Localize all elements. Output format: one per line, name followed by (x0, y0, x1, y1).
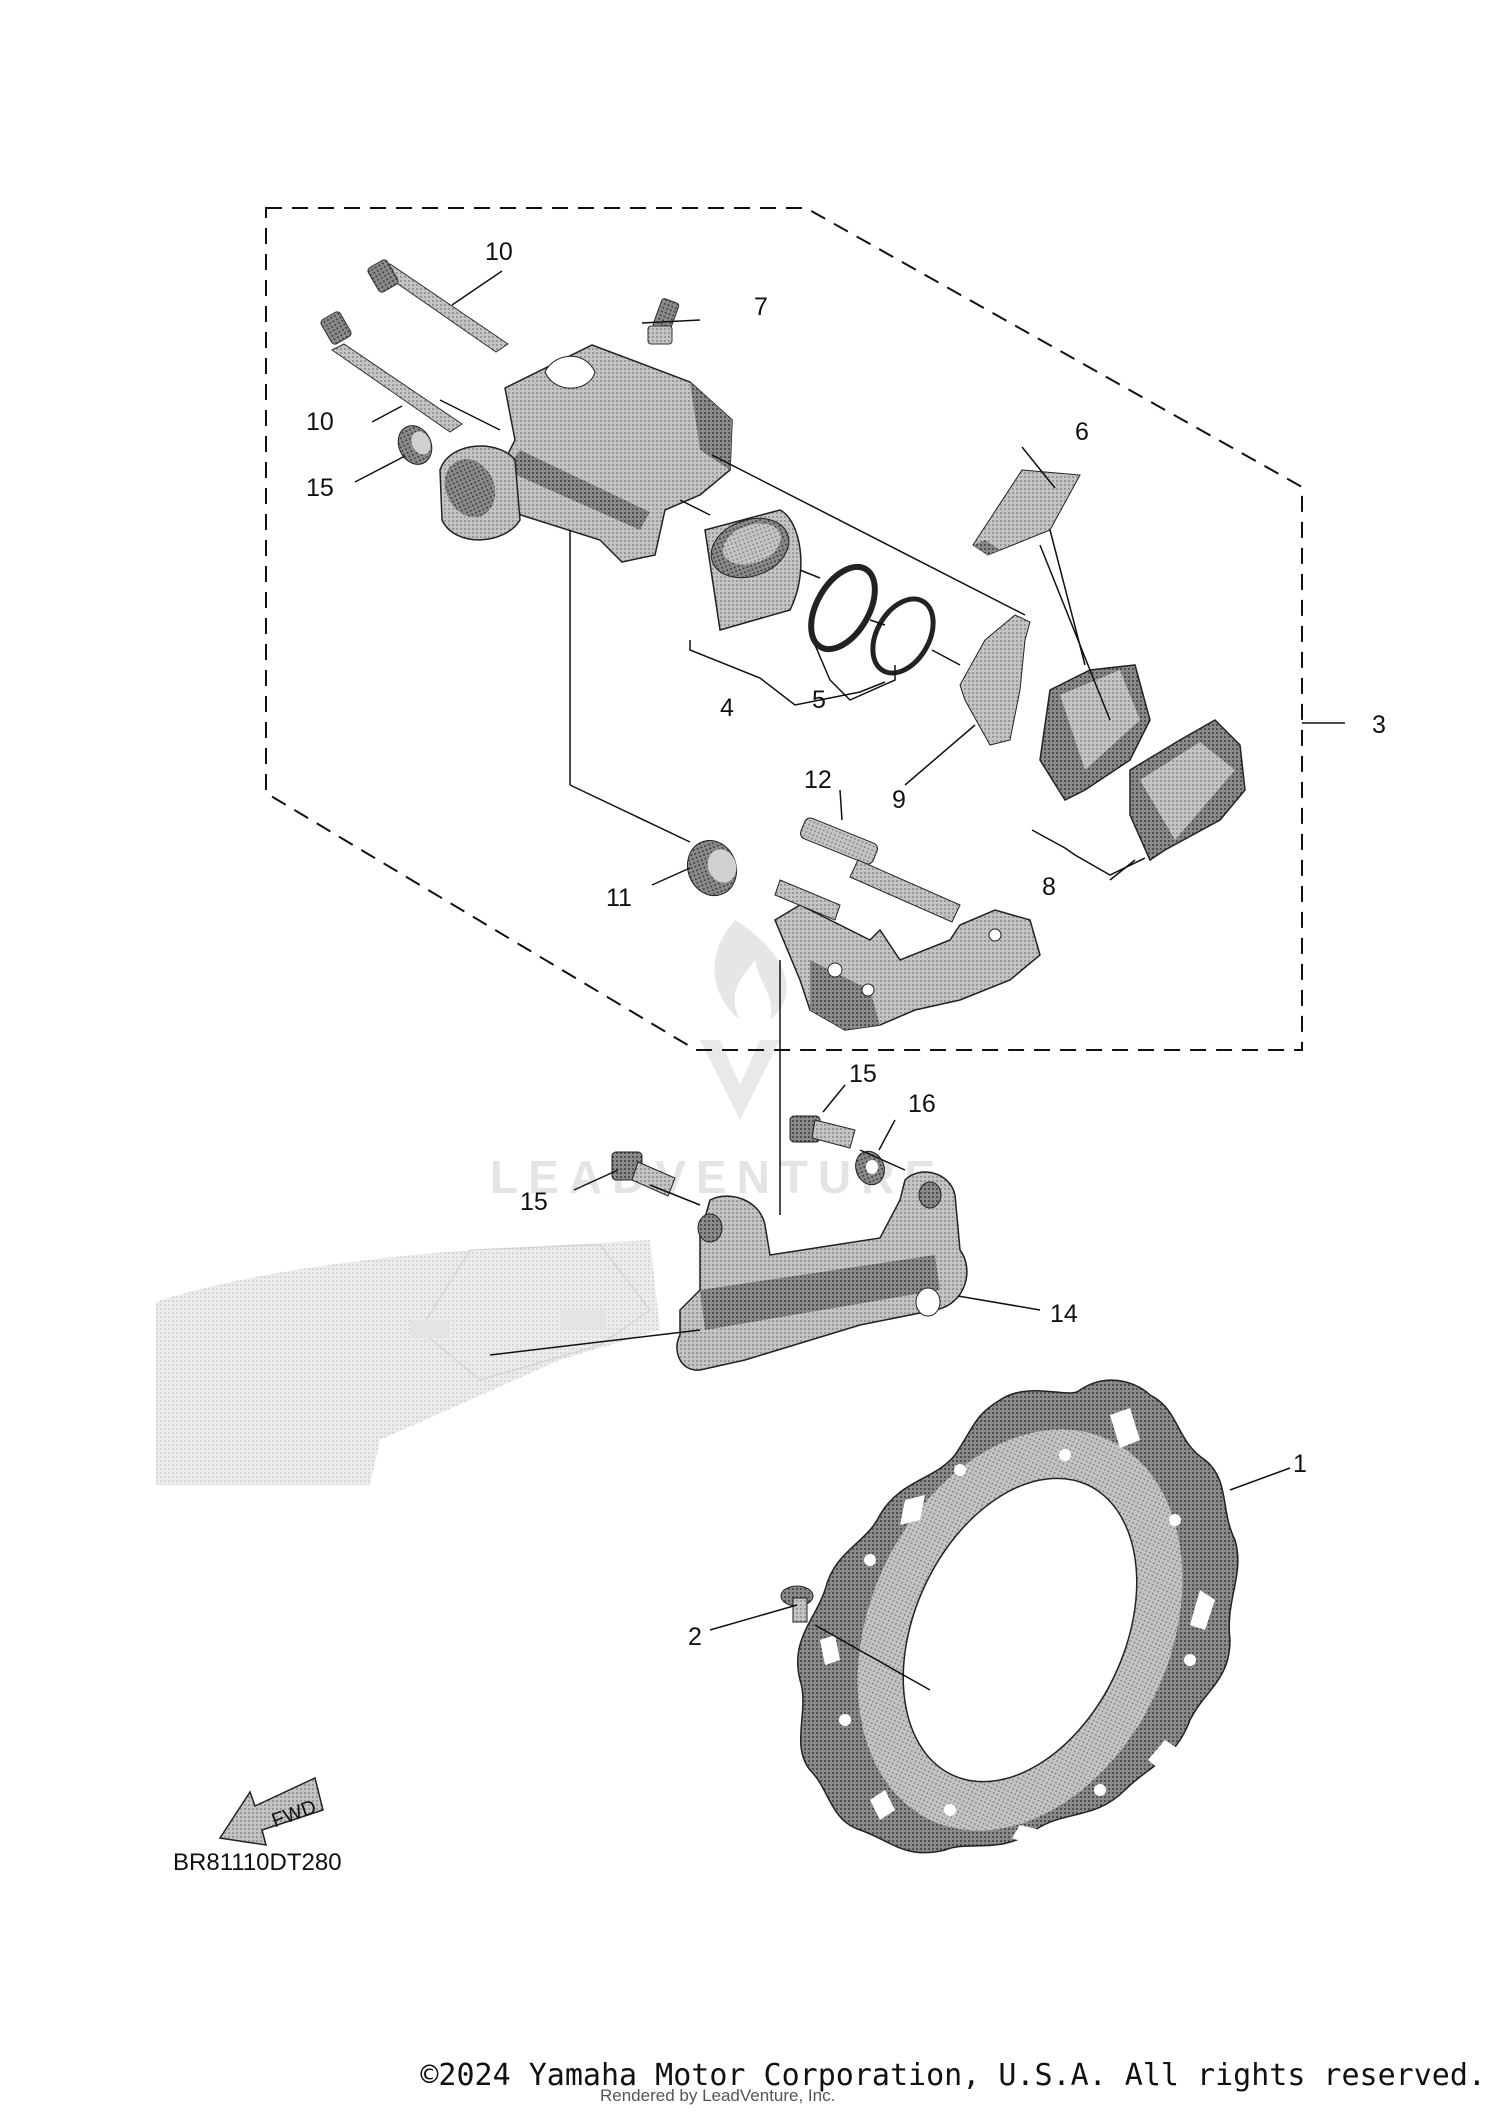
callout-3: 3 (1372, 711, 1386, 739)
piston (704, 509, 802, 631)
callout-13: 15 (306, 474, 334, 502)
disc-bolt (780, 1585, 814, 1623)
callout-4: 4 (720, 694, 734, 722)
callout-12: 12 (804, 766, 832, 794)
brake-pad-outer (1129, 719, 1246, 862)
callout-2: 2 (688, 1623, 702, 1651)
callout-15-lower: 15 (520, 1188, 548, 1216)
callout-6: 6 (1075, 418, 1089, 446)
leader-lines (354, 270, 1345, 1691)
bolt-15-upper (789, 1115, 856, 1149)
callout-16: 16 (908, 1090, 936, 1118)
caliper-bolt-upper (367, 259, 509, 353)
diagram-code: BR81110DT280 (173, 1849, 342, 1876)
leadventure-flame-icon (714, 920, 787, 1020)
callout-9: 9 (892, 786, 906, 814)
slide-pin-12 (800, 817, 961, 923)
fwd-arrow-icon: FWD (218, 1776, 324, 1846)
callout-5: 5 (812, 686, 826, 714)
bleeder-screw (647, 298, 680, 345)
boot-13 (397, 425, 433, 465)
bolt-15-lower (611, 1151, 676, 1197)
rendered-by-notice: Rendered by LeadVenture, Inc. (600, 2086, 836, 2105)
pad-spring-6 (972, 469, 1081, 556)
boot-11 (686, 839, 738, 897)
caliper-bracket (774, 879, 1041, 1031)
callout-11: 11 (606, 884, 632, 912)
callouts: 10 7 10 15 6 3 4 5 9 12 8 11 15 16 15 14… (306, 238, 1386, 1651)
brake-pad-inner (1039, 664, 1151, 801)
caliper-body (439, 344, 733, 563)
callout-7: 7 (754, 293, 768, 321)
washer-16 (855, 1150, 885, 1186)
callout-10-top: 10 (485, 238, 513, 266)
callout-1: 1 (1293, 1450, 1307, 1478)
pad-support-9 (959, 614, 1031, 746)
copyright-notice: ©2024 Yamaha Motor Corporation, U.S.A. A… (420, 2058, 1486, 2093)
brake-disc (796, 1379, 1239, 1854)
swingarm-ghost (156, 1240, 660, 1485)
callout-8: 8 (1042, 873, 1056, 901)
callout-14: 14 (1050, 1300, 1078, 1328)
assembly-outline (265, 207, 1303, 1051)
caliper-bolt-lower (320, 311, 463, 433)
callout-15-upper: 15 (849, 1060, 877, 1088)
caliper-mount-bracket (676, 1171, 968, 1371)
callout-10-bottom: 10 (306, 408, 334, 436)
